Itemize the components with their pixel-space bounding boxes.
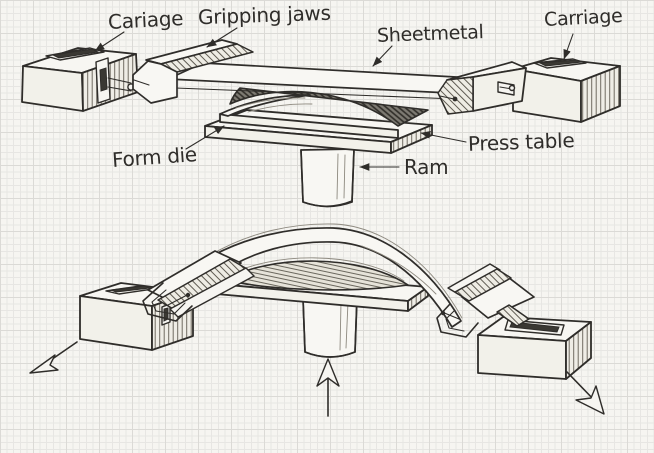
pull-pin-left	[107, 77, 132, 92]
form-die-top-view	[219, 87, 429, 139]
label-carriage-left: Cariage	[107, 6, 184, 34]
jaw-bracket-left	[142, 282, 193, 322]
ram-up-arrow-head	[316, 358, 340, 387]
motion-arrows	[29, 341, 605, 417]
sheetmetal-pointer-arrow	[372, 45, 393, 67]
top-diagram	[21, 27, 621, 208]
press-table-pointer-arrow	[420, 131, 467, 143]
carriage-right-pointer-arrow	[563, 33, 574, 60]
form-die-pointer-arrow	[185, 125, 225, 150]
stretched-sheetmetal	[202, 223, 463, 328]
label-sheetmetal: Sheetmetal	[376, 21, 484, 47]
label-press-table: Press table	[467, 128, 575, 156]
pull-arrow-right-head	[575, 385, 605, 415]
label-ram: Ram	[404, 155, 449, 179]
gripping-jaw-right	[437, 61, 527, 115]
form-die-bottom-view	[224, 257, 409, 291]
label-carriage-right: Carriage	[543, 4, 624, 32]
bottom-diagram	[29, 223, 605, 417]
label-pointer-arrows-top	[94, 27, 574, 171]
gripping-jaw-right-bottom	[436, 263, 535, 338]
label-gripping-jaws: Gripping jaws	[197, 0, 332, 30]
ram-bottom	[302, 296, 358, 358]
cariage-pointer-arrow	[94, 31, 125, 52]
carriage-left-top-view	[21, 47, 139, 112]
carriage-right-bottom-view	[477, 316, 592, 380]
ram-top	[300, 148, 355, 208]
pull-arrow-left-head	[29, 354, 59, 374]
gripping-jaw-left-bottom	[142, 250, 255, 322]
carriage-right-top-view	[512, 57, 621, 123]
gripping-jaws-pointer-arrow	[206, 27, 238, 48]
